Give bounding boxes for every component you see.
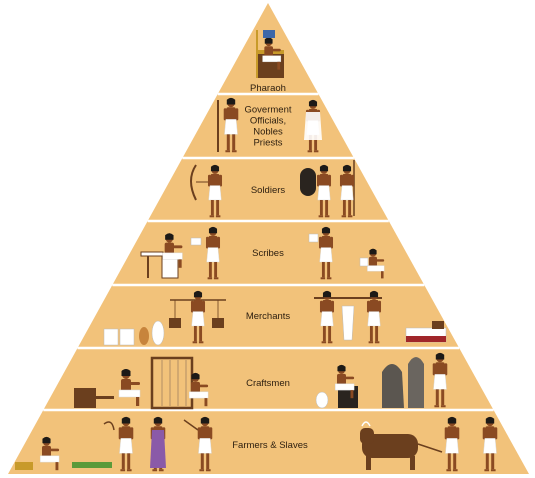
tier-label-line: Scribes [252, 248, 284, 259]
pyramid-illustrations [15, 30, 498, 472]
weaver-at-loom-icon [150, 356, 209, 410]
pharaoh-on-throne-icon [256, 30, 284, 78]
tier-label: Craftsmen [246, 378, 290, 389]
tier-label-line: Officials, [250, 116, 286, 127]
tier-label-line: Nobles [253, 127, 283, 138]
stone-statues-icon [382, 352, 448, 408]
pyramid-tiers [8, 3, 529, 474]
woman-in-purple-dress-icon [150, 416, 166, 472]
tier-label-line: Farmers & Slaves [232, 440, 308, 451]
tier-label-line: Priests [253, 138, 282, 149]
farmer-with-tool-icon [183, 416, 213, 472]
sculptor-icon [315, 364, 358, 409]
tier-label-line: Merchants [246, 311, 291, 322]
scribe-with-papyrus-icon [308, 226, 334, 280]
porter-with-pole-icon [314, 290, 382, 344]
archer-icon [190, 164, 223, 218]
official-with-staff-icon [217, 97, 239, 153]
farmer-kneeling-icon [15, 436, 112, 471]
jars-icon [103, 320, 165, 346]
potter-icon [74, 368, 141, 408]
reaper-icon [103, 416, 134, 472]
merchant-with-scale-icon [169, 290, 226, 344]
tier-label-line: Pharaoh [250, 83, 286, 94]
tier-label: Scribes [252, 248, 284, 259]
tier-label: Merchants [246, 311, 291, 322]
priest-icon [304, 99, 322, 153]
tier-label-line: Soldiers [251, 185, 286, 196]
cloth-bundles-icon [405, 321, 447, 343]
kneeling-scribe-icon [359, 248, 385, 279]
tier-label: Pharaoh [250, 83, 286, 94]
soldier-with-shield-icon [300, 164, 332, 218]
soldier-with-spear-icon [339, 160, 355, 218]
tier-label: Farmers & Slaves [232, 440, 308, 451]
tier-label-line: Craftsmen [246, 378, 290, 389]
scribe-reading-icon [190, 226, 221, 280]
tier-label-line: Goverment [245, 105, 292, 116]
tier-label: Soldiers [251, 185, 286, 196]
seated-scribe-icon [140, 232, 183, 279]
pyramid-body [8, 3, 529, 474]
oxen-plowing-icon [360, 421, 443, 470]
